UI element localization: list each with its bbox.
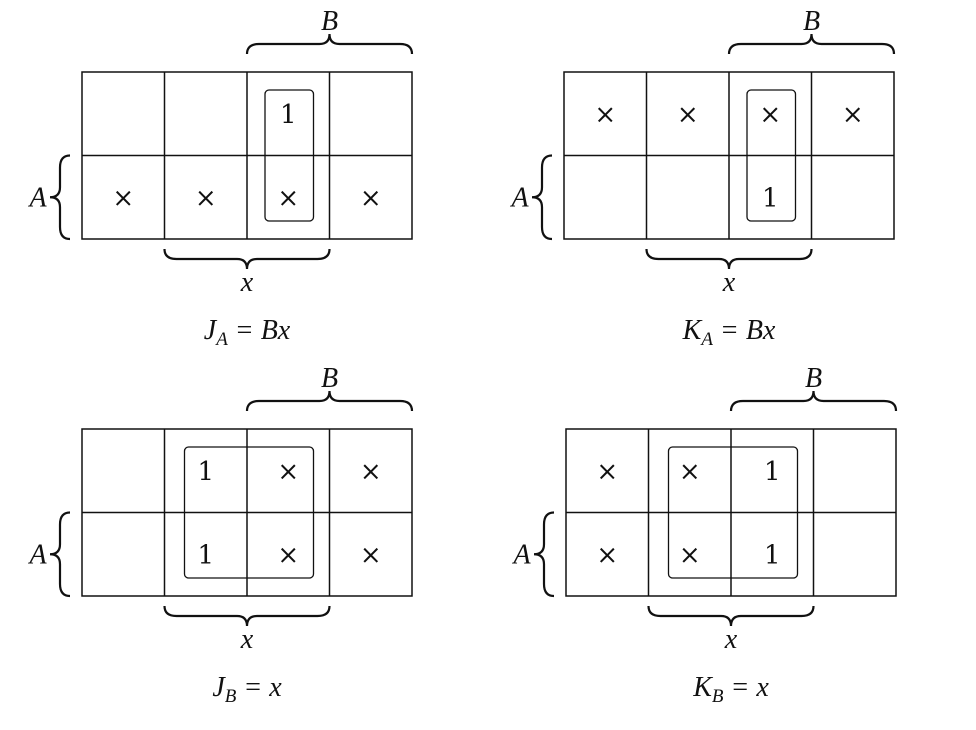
equation: JA = Bx [204,315,291,350]
group-loop [264,89,315,222]
cell-dont-care: × [596,540,618,570]
group-loop [746,89,797,222]
equation-subscript: B [712,686,724,707]
label-x: x [240,267,254,298]
label-a: A [509,182,529,213]
label-x: x [240,624,254,655]
cell-dont-care: × [594,100,616,130]
cell-dont-care: × [679,457,701,487]
equation-expression: = x [723,672,769,703]
cell-one: 1 [764,540,781,570]
equation-expression: = Bx [228,315,291,346]
brace-x [163,248,331,270]
equation: KA = Bx [682,315,776,350]
equation-variable: K [682,315,703,346]
equation-subscript: A [214,329,228,350]
brace-x [647,605,815,627]
brace-a [533,511,555,598]
equation-expression: = x [236,672,282,703]
brace-b [727,33,896,55]
brace-a [49,511,71,598]
label-x: x [722,267,736,298]
brace-x [163,605,331,627]
cell-dont-care: × [277,540,299,570]
cell-one: 1 [764,457,781,487]
brace-b [729,390,898,412]
cell-dont-care: × [677,100,699,130]
equation-subscript: A [699,329,713,350]
cell-dont-care: × [112,183,134,213]
cell-one: 1 [197,457,214,487]
cell-dont-care: × [596,457,618,487]
cell-dont-care: × [195,183,217,213]
label-a: A [27,182,47,213]
cell-dont-care: × [679,540,701,570]
equation-variable: K [692,672,713,703]
brace-b [245,390,414,412]
label-x: x [724,624,738,655]
cell-one: 1 [280,100,297,130]
cell-dont-care: × [360,540,382,570]
label-b: B [805,363,822,394]
cell-dont-care: × [277,183,299,213]
brace-x [645,248,813,270]
equation-expression: = Bx [713,315,776,346]
label-b: B [321,6,338,37]
equation: JB = x [212,672,282,707]
equation: KB = x [692,672,769,707]
group-loop [183,446,315,579]
cell-dont-care: × [277,457,299,487]
label-a: A [27,539,47,570]
label-b: B [803,6,820,37]
equation-variable: J [212,672,226,703]
cell-dont-care: × [360,457,382,487]
equation-variable: J [204,315,218,346]
group-loop [667,446,799,579]
label-a: A [511,539,531,570]
cell-one: 1 [197,540,214,570]
brace-b [245,33,414,55]
brace-a [531,154,553,241]
equation-subscript: B [225,686,237,707]
label-b: B [321,363,338,394]
cell-dont-care: × [759,100,781,130]
cell-one: 1 [762,183,779,213]
brace-a [49,154,71,241]
cell-dont-care: × [360,183,382,213]
cell-dont-care: × [842,100,864,130]
